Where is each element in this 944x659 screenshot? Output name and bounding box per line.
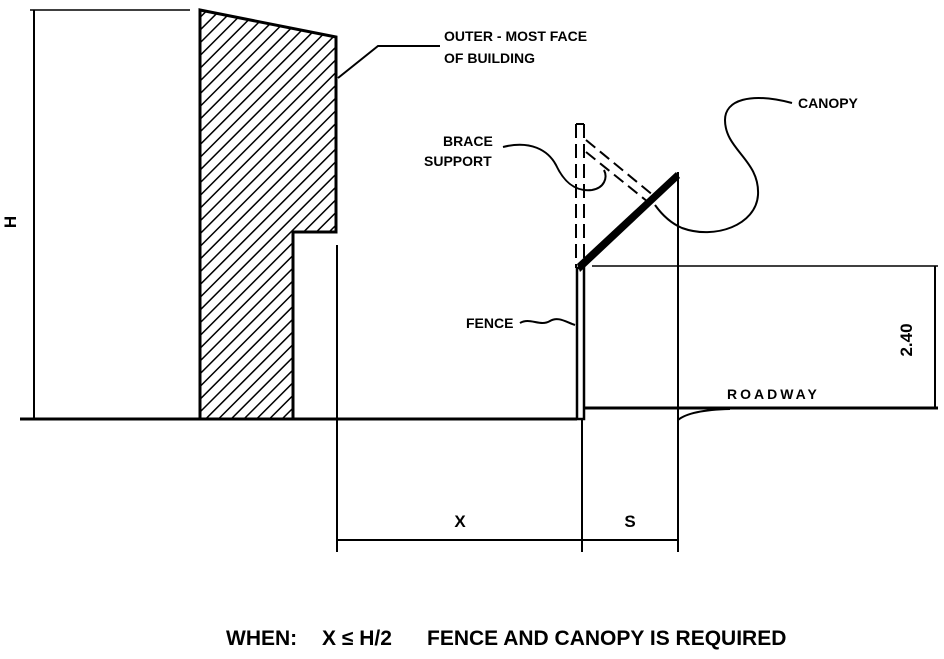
s-dimension-label: S bbox=[624, 512, 635, 531]
xs-dimension: X S bbox=[337, 512, 678, 541]
outer-face-label-line1: OUTER - MOST FACE bbox=[444, 28, 587, 44]
canopy-panel bbox=[577, 172, 680, 272]
outer-face-leader bbox=[337, 45, 440, 79]
canopy-leader bbox=[654, 97, 793, 234]
condition-statement: WHEN: X ≤ H/2 FENCE AND CANOPY IS REQUIR… bbox=[226, 627, 786, 650]
fence-height-label: 2.40 bbox=[897, 323, 916, 356]
h-dimension-label: H bbox=[1, 216, 20, 228]
condition-when: WHEN: bbox=[226, 627, 297, 650]
condition-requirement: FENCE AND CANOPY IS REQUIRED bbox=[427, 627, 786, 650]
brace-label-line2: SUPPORT bbox=[424, 153, 492, 169]
brace-label-line1: BRACE bbox=[443, 133, 493, 149]
brace-leader bbox=[502, 143, 607, 192]
canopy bbox=[577, 139, 680, 552]
roadway-curb bbox=[677, 408, 731, 421]
outer-face-label-line2: OF BUILDING bbox=[444, 50, 535, 66]
x-dimension-label: X bbox=[454, 512, 466, 531]
brace-dashed-2 bbox=[585, 151, 649, 203]
condition-inequality: X ≤ H/2 bbox=[322, 627, 392, 650]
fence-label: FENCE bbox=[466, 315, 513, 331]
fence-leader bbox=[519, 318, 576, 326]
building bbox=[198, 8, 338, 421]
brace-dashed-1 bbox=[585, 139, 655, 197]
roadway-label: ROADWAY bbox=[727, 386, 820, 402]
building-hatch bbox=[198, 8, 338, 421]
canopy-label: CANOPY bbox=[798, 95, 859, 111]
fence-post bbox=[575, 266, 586, 421]
fence-height-dimension: 2.40 bbox=[592, 265, 938, 408]
h-dimension: H bbox=[1, 9, 190, 419]
